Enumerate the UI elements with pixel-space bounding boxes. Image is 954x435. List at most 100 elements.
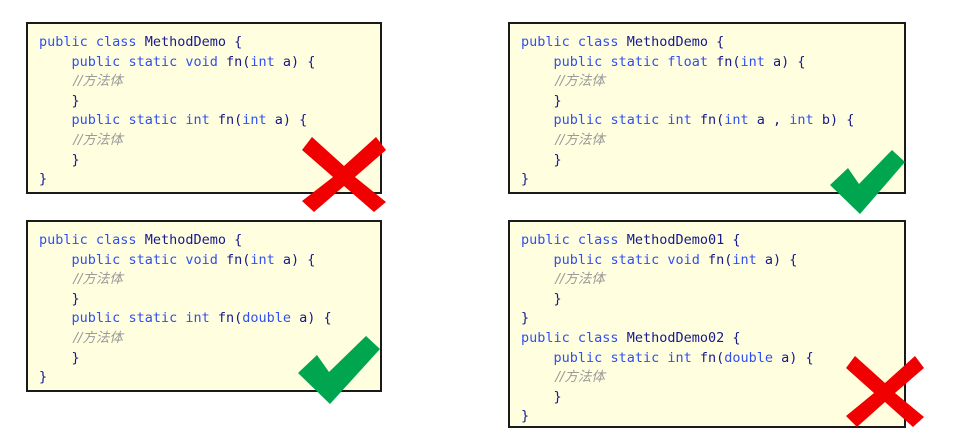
code-text: a) { [266, 112, 308, 129]
code-comment: //方法体 [521, 131, 605, 148]
code-text [88, 34, 96, 50]
code-line: public class MethodDemo { [521, 33, 894, 53]
code-keyword: double [724, 349, 774, 366]
code-text: MethodDemo02 { [618, 329, 741, 346]
code-keyword: int [667, 112, 692, 129]
code-line: public static int fn(double a) { [39, 309, 370, 329]
code-text: fn( [691, 112, 725, 129]
code-keyword: public [521, 329, 570, 346]
code-line: } [39, 368, 370, 388]
code-line: } [521, 92, 894, 112]
code-text: } [521, 408, 530, 425]
code-text: fn( [699, 251, 733, 268]
code-line: public static int fn(int a) { [39, 111, 370, 131]
code-keyword: int [724, 112, 749, 129]
code-line: //方法体 [521, 368, 894, 388]
code-text: b) { [813, 112, 855, 129]
code-panel-bottom-right: public class MethodDemo01 { public stati… [508, 220, 906, 428]
code-keyword: static [128, 251, 178, 268]
code-line: public class MethodDemo { [39, 231, 370, 251]
code-keyword: class [577, 34, 619, 50]
code-line: //方法体 [39, 329, 370, 349]
code-text: MethodDemo { [618, 34, 725, 50]
code-keyword: static [128, 53, 178, 70]
code-line: public static void fn(int a) { [39, 53, 370, 73]
code-line: } [39, 170, 370, 190]
code-text: a) { [773, 349, 814, 366]
code-line: public class MethodDemo02 { [521, 329, 894, 349]
code-line: } [521, 170, 894, 190]
code-panel-bottom-left: public class MethodDemo { public static … [26, 220, 382, 392]
code-keyword: int [732, 251, 757, 268]
code-line: public class MethodDemo01 { [521, 231, 894, 251]
code-text: fn( [217, 53, 251, 70]
code-panel-top-left: public class MethodDemo { public static … [26, 22, 382, 194]
code-line: } [39, 151, 370, 171]
code-text: } [39, 171, 48, 188]
code-text: fn( [708, 53, 741, 70]
code-text [39, 112, 72, 128]
code-text: fn( [691, 349, 725, 366]
code-keyword: public [553, 349, 603, 366]
code-keyword: public [39, 34, 88, 50]
code-text [39, 252, 72, 268]
code-text [88, 232, 96, 248]
code-block-bottom-left: public class MethodDemo { public static … [28, 222, 380, 390]
code-keyword: public [39, 232, 88, 248]
code-keyword: public [71, 53, 121, 70]
code-text: a) { [291, 310, 332, 327]
code-text: fn( [209, 112, 243, 129]
code-keyword: int [242, 112, 267, 129]
code-text: } [39, 369, 48, 386]
code-keyword: static [610, 53, 660, 70]
code-comment: //方法体 [521, 271, 605, 288]
code-keyword: public [553, 251, 603, 268]
code-line: } [39, 290, 370, 310]
code-keyword: void [185, 53, 218, 70]
code-text: } [521, 290, 562, 307]
code-line: //方法体 [39, 131, 370, 151]
code-comment: //方法体 [39, 271, 123, 288]
code-keyword: static [128, 112, 178, 129]
code-keyword: class [95, 232, 137, 248]
code-text [521, 350, 554, 366]
code-block-bottom-right: public class MethodDemo01 { public stati… [510, 222, 904, 426]
code-text [39, 54, 72, 70]
code-keyword: public [71, 310, 121, 327]
code-text [521, 252, 554, 268]
code-line: public static void fn(int a) { [521, 251, 894, 271]
code-comment: //方法体 [39, 131, 123, 148]
code-text [521, 112, 554, 128]
code-line: public static int fn(int a , int b) { [521, 111, 894, 131]
code-text: MethodDemo { [136, 34, 243, 50]
code-line: public static int fn(double a) { [521, 349, 894, 369]
code-panel-top-right: public class MethodDemo { public static … [508, 22, 906, 194]
code-text [570, 34, 578, 50]
code-keyword: static [610, 349, 660, 366]
code-line: } [521, 309, 894, 329]
code-line: } [521, 407, 894, 426]
code-text: a , [748, 112, 790, 129]
code-line: } [521, 388, 894, 408]
code-keyword: int [667, 349, 692, 366]
code-line: //方法体 [521, 270, 894, 290]
code-comment: //方法体 [39, 329, 123, 346]
code-keyword: static [610, 112, 660, 129]
code-text [39, 310, 72, 326]
code-text: } [39, 349, 80, 366]
code-comment: //方法体 [521, 369, 605, 386]
code-line: } [39, 349, 370, 369]
code-line: } [39, 92, 370, 112]
code-keyword: public [521, 232, 570, 248]
code-keyword: static [128, 310, 178, 327]
code-text [570, 232, 578, 248]
code-keyword: int [250, 53, 275, 70]
code-line: } [521, 290, 894, 310]
code-line: //方法体 [521, 131, 894, 151]
code-text: } [521, 171, 530, 188]
code-keyword: void [185, 251, 218, 268]
code-keyword: int [740, 53, 765, 70]
code-text: a) { [274, 251, 316, 268]
code-text: } [521, 92, 562, 109]
code-text: } [39, 92, 80, 109]
